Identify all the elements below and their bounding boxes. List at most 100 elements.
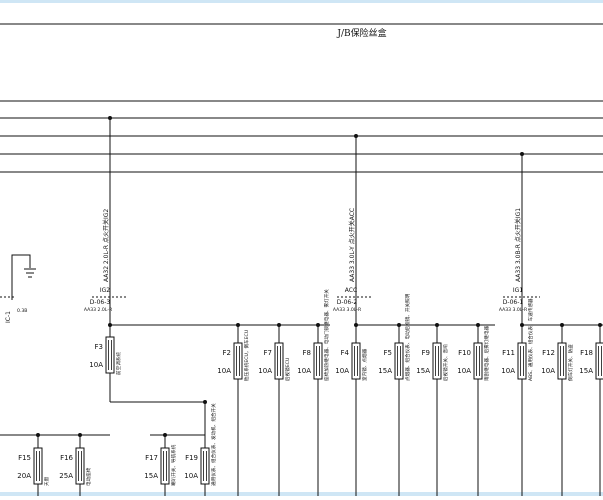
junction-dot (78, 433, 82, 437)
branch-terminal-label: IG2 (100, 287, 110, 294)
left-connector-sub-label: 0.3B (17, 308, 27, 314)
fuse-description: 胎压系统ECU，倒车ECU (243, 330, 250, 381)
junction-dot (236, 323, 240, 327)
fuse-name: F5 (384, 349, 392, 357)
fuse-rating: 15A (378, 367, 392, 375)
junction-dot (435, 323, 439, 327)
junction-dot (108, 116, 112, 120)
fuse-rating: 10A (217, 367, 231, 375)
branch-wire-label: AA33 3.0L-Y 点火开关ACC (348, 208, 356, 282)
fuse-symbol (233, 342, 243, 380)
junction-dot (598, 323, 602, 327)
junction-dot (163, 433, 167, 437)
fuse-description: 雨刮继电器、后雾灯继电器 (483, 325, 490, 381)
fuse-f4: F4 10A 室内镜、点烟器 (335, 323, 368, 496)
branch-terminal-label: IG1 (513, 287, 523, 294)
fuse-rating: 10A (335, 367, 349, 375)
fuse-rating: 10A (297, 367, 311, 375)
fuse-description: 点烟器、组合仪表、电动后视镜、开关照明 (404, 293, 411, 381)
fuse-symbol (595, 342, 603, 380)
junction-dot (520, 323, 524, 327)
connector-sub-label: AA33 3.0L-R (499, 307, 528, 313)
top-band (0, 0, 603, 3)
fuse-name: F16 (60, 454, 73, 462)
junction-dot (560, 323, 564, 327)
fuse-symbol (557, 342, 567, 380)
fuse-symbol (200, 447, 210, 485)
fuse-name: F3 (95, 343, 103, 351)
fuse-symbol (313, 342, 323, 380)
fuse-rating: 10A (258, 367, 272, 375)
junction-dot (277, 323, 281, 327)
branch-ig1: AA33 3.0B-R 点火开关IG1 IG1 D-06-1 AA33 3.0L… (499, 152, 540, 325)
fuse-rating: 25A (59, 472, 73, 480)
connector-label: D-06-1 (503, 299, 524, 306)
fuse-symbol (33, 447, 43, 485)
fuse-name: F11 (502, 349, 515, 357)
fuse-description: 通用仪表、组合仪表、发动机、组合开关 (210, 403, 217, 486)
branch-wire-label: AA32 2.0L-R 点火开关IG2 (102, 209, 110, 282)
diagram-title: J/B保险丝盒 (336, 27, 386, 39)
fuse-f3: F3 10A 前空调系统 (89, 323, 122, 402)
fuse-description: 后视镜开关、音响 (442, 344, 449, 381)
fuse-name: F8 (303, 349, 311, 357)
junction-dot (354, 323, 358, 327)
ground-wire (11, 254, 31, 300)
junction-dot (354, 134, 358, 138)
fuse-name: F10 (458, 349, 471, 357)
fuse-rating: 15A (579, 367, 593, 375)
junction-dot (108, 323, 112, 327)
fuse-symbol (394, 342, 404, 380)
fuse-f7: F7 10A 后视镜ECU (258, 323, 291, 496)
fuse-symbol (105, 336, 115, 374)
junction-dot (203, 400, 207, 404)
fuse-f2: F2 10A 胎压系统ECU，倒车ECU (217, 323, 250, 496)
bottom-band (0, 492, 603, 496)
branch-wire-label: AA33 3.0B-R 点火开关IG1 (514, 208, 522, 282)
fuse-rating: 20A (17, 472, 31, 480)
fuse-symbol (75, 447, 85, 485)
junction-dot (397, 323, 401, 327)
fuse-symbol (274, 342, 284, 380)
fuse-rating: 10A (89, 361, 103, 369)
fuse-f19: F19 10A 通用仪表、组合仪表、发动机、组合开关 (184, 400, 217, 496)
fuse-description: 天窗 (43, 476, 50, 486)
ground-connector: IC-1 0.3B (0, 254, 36, 323)
fuse-symbol (473, 342, 483, 380)
fuse-name: F7 (264, 349, 272, 357)
fuse-name: F15 (18, 454, 31, 462)
fuse-description: 室内镜、点烟器 (361, 348, 368, 381)
fuse-name: F2 (223, 349, 231, 357)
fuse-description: 后视镜ECU (284, 358, 291, 381)
branch-ig2: AA32 2.0L-R 点火开关IG2 IG2 D-06-3 AA33 2.0L… (84, 116, 128, 325)
fuse-buses (0, 324, 603, 436)
fuse-rating: 10A (184, 472, 198, 480)
fuse-name: F4 (341, 349, 350, 357)
fuse-description: 喇叭开关、导航系统 (170, 444, 177, 486)
fuse-rating: 10A (541, 367, 555, 375)
fuse-description: 前空调系统 (115, 352, 122, 375)
fuse-rating: 10A (457, 367, 471, 375)
fuse-rating: 10A (501, 367, 515, 375)
fuse-rating: 15A (416, 367, 430, 375)
branch-terminal-label: ACC (345, 287, 357, 294)
connector-label: D-06-3 (90, 299, 111, 306)
connector-sub-label: AA33 2.0L-R (84, 307, 113, 313)
fuse-symbol (432, 342, 442, 380)
fuse-name: F18 (580, 349, 593, 357)
junction-dot (520, 152, 524, 156)
fuse-name: F19 (185, 454, 198, 462)
junction-dot (316, 323, 320, 327)
bus-bars (0, 23, 603, 173)
fuse-f5: F5 15A 点烟器、组合仪表、电动后视镜、开关照明 (378, 293, 411, 496)
fuse-f15: F15 20A 天窗 (17, 433, 50, 496)
fuse-symbol (517, 342, 527, 380)
fuse-f10: F10 10A 雨刮继电器、后雾灯继电器 (457, 323, 490, 496)
